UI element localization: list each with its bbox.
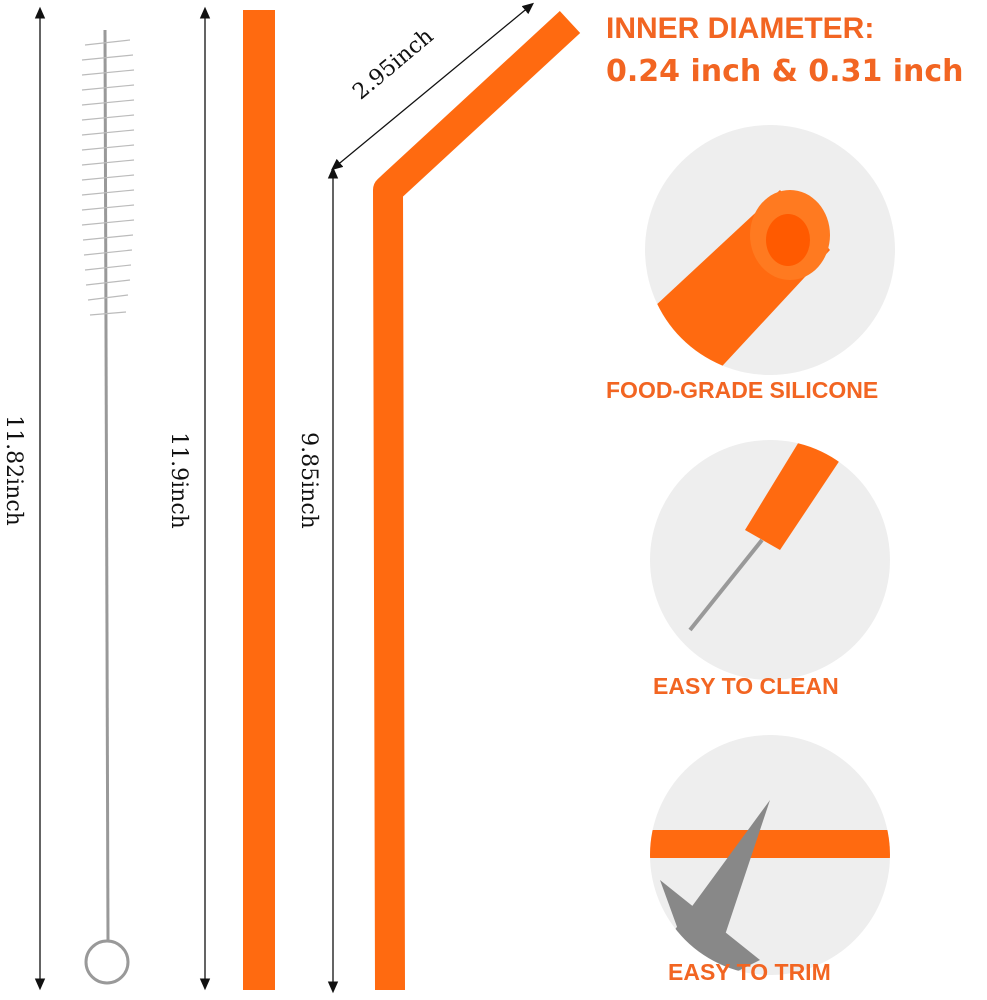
inner-diameter-value: 0.24 inch & 0.31 inch	[606, 54, 964, 89]
feature-label-clean: EASY TO CLEAN	[653, 673, 839, 699]
straight-straw-length-label: 11.9inch	[165, 432, 191, 529]
feature-image-trim	[650, 735, 890, 975]
cleaning-brush	[81, 29, 135, 985]
brush-length-label: 11.82inch	[0, 415, 26, 526]
feature-label-silicone: FOOD-GRADE SILICONE	[606, 377, 879, 403]
straight-straw	[243, 10, 275, 990]
feature-image-clean	[650, 440, 890, 680]
bent-straw	[373, 10, 581, 991]
bent-tip-length-arrow	[330, 2, 535, 171]
bent-straw-length-label: 9.85inch	[295, 432, 321, 529]
feature-image-silicone	[645, 125, 895, 375]
inner-diameter-heading: INNER DIAMETER:	[606, 12, 875, 45]
feature-label-trim: EASY TO TRIM	[668, 959, 831, 985]
